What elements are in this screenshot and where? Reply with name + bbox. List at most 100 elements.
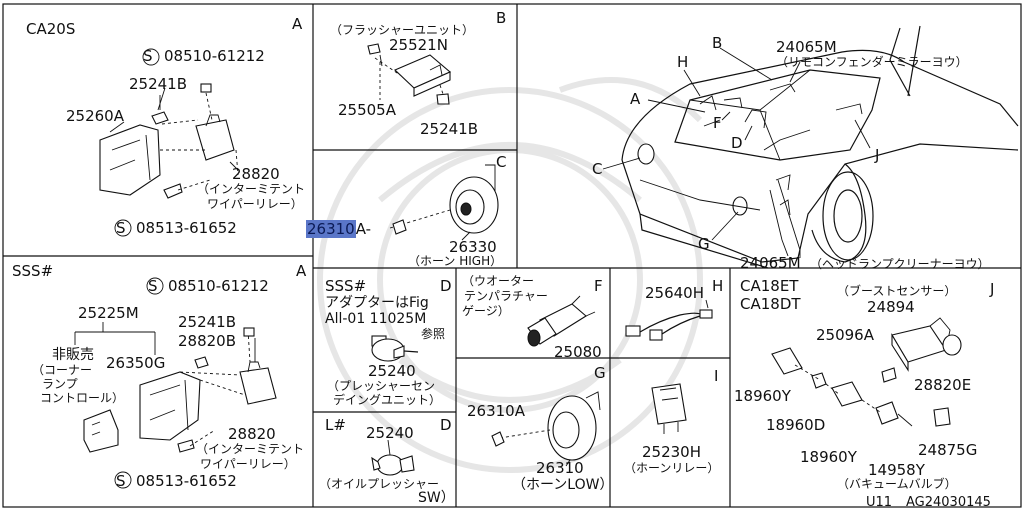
car-top-part: 24065M: [776, 38, 837, 56]
panel-h-part: 25640H: [645, 284, 704, 302]
panel-a2-bolt-top: 08510-61212: [168, 277, 269, 295]
panel-a2-unsold-note-1: （コーナー: [32, 363, 93, 377]
panel-g-horn-drawing: [491, 391, 601, 467]
panel-d1-part: 25240: [368, 362, 416, 380]
panel-j-title-2: CA18DT: [740, 295, 801, 313]
car-bottom-note: （ヘッドランプクリーナーヨウ）: [810, 257, 990, 271]
panel-g-letter: G: [594, 364, 606, 382]
car-label-c: C: [592, 160, 603, 178]
panel-a1-relay-note-1: （インターミテント: [197, 182, 306, 196]
panel-a1-bracket: 25260A: [66, 107, 124, 125]
panel-j-letter: J: [990, 280, 995, 298]
panel-b-drawing: [367, 43, 452, 105]
panel-d1-sensor-drawing: [371, 335, 419, 362]
car-engine-bay-drawing: [602, 25, 1019, 269]
panel-j-sensor: 24894: [867, 298, 915, 316]
panel-j-hose-2: 18960D: [766, 416, 826, 434]
panel-j-valve-note: （バキュームバルブ）: [837, 477, 957, 491]
panel-j-relay: 28820E: [914, 376, 972, 394]
panel-a2-title: SSS#: [12, 262, 54, 280]
panel-j-cap: 24875G: [918, 441, 978, 459]
s-symbol-icon: S: [143, 47, 153, 65]
panel-h-harness-drawing: [625, 299, 713, 341]
panel-a2-relay-b: 28820B: [178, 332, 237, 350]
panel-a1-relay: 28820: [232, 165, 280, 183]
panel-a2-bracket: 25225M: [78, 304, 139, 322]
panel-d1-letter: D: [440, 277, 452, 295]
panel-c-horn-note: （ホーン HIGH）: [408, 254, 503, 268]
car-label-b: B: [712, 34, 723, 52]
panel-b-clip: 25241B: [420, 120, 479, 138]
car-label-f: F: [713, 114, 722, 132]
panel-j-sensor-note: （ブーストセンサー）: [837, 284, 957, 298]
panel-a-ca20s-drawing: [99, 48, 239, 237]
panel-j-hose-3: 18960Y: [800, 448, 857, 466]
s-symbol-icon: S: [148, 277, 158, 295]
panel-borders: [2, 3, 1022, 508]
panel-d2-part-note-2: SW）: [418, 490, 455, 506]
s-symbol-icon: S: [116, 219, 126, 237]
s-symbol-icon: S: [116, 472, 126, 490]
panel-d1-title: SSS#: [325, 277, 367, 295]
panel-a-sss-drawing: [74, 277, 277, 489]
panel-i-part-note: （ホーンリレー）: [624, 461, 720, 475]
panel-a2-relay-note-2: ワイパーリレー）: [200, 457, 296, 471]
panel-a2-relay-note-1: （インターミテント: [196, 442, 305, 456]
car-top-note: （リモコンフェンダーミラーヨウ）: [776, 55, 968, 69]
panel-a2-unsold-note-2: ランプ: [42, 377, 78, 391]
footer-code-1: U11: [866, 495, 893, 510]
panel-d2-part: 25240: [366, 424, 414, 442]
panel-i-letter: I: [714, 367, 719, 385]
panel-f-note-1: （ウオーター: [462, 274, 535, 288]
panel-j-bolt: 25096A: [816, 326, 874, 344]
panel-c-horn: 26330: [449, 238, 497, 256]
panel-a1-letter: A: [292, 15, 303, 33]
panel-j-hose-1: 18960Y: [734, 387, 791, 405]
panel-a1-clip: 25241B: [129, 75, 188, 93]
panel-g-horn-note: （ホーンLOW）: [512, 477, 614, 493]
panel-c-bolt: 26310A-: [306, 220, 372, 238]
panel-d1-note-3: 参照: [421, 327, 446, 341]
panel-c-horn-drawing: [389, 164, 499, 241]
panel-g-bolt: 26310A: [467, 402, 525, 420]
panel-d2-switch-drawing: [371, 439, 415, 476]
panel-i-part: 25230H: [642, 443, 701, 461]
panel-c-letter: C: [496, 153, 507, 171]
footer-code-2: AG24030145: [906, 495, 991, 510]
panel-f-gauge-sensor-drawing: [527, 295, 596, 347]
panel-a1-title: CA20S: [26, 20, 76, 38]
panel-h-letter: H: [712, 277, 724, 295]
panel-d2-letter: D: [440, 416, 452, 434]
car-label-j: J: [875, 146, 880, 164]
car-label-h: H: [677, 53, 689, 71]
panel-d2-title: L#: [325, 416, 346, 434]
panel-a1-bolt-bottom: 08513-61652: [136, 219, 237, 237]
panel-a1-relay-note-2: ワイパーリレー）: [207, 197, 303, 211]
panel-d1-note-1: アダプターはFig: [325, 295, 429, 311]
panel-a2-clip: 25241B: [178, 313, 237, 331]
panel-a2-bolt-bottom: 08513-61652: [136, 472, 237, 490]
panel-b-screw: 25505A: [338, 101, 396, 119]
car-label-d: D: [731, 134, 743, 152]
panel-a2-relay: 28820: [228, 425, 276, 443]
panel-d1-note-2: All-01 11025M: [325, 311, 427, 327]
panel-d2-part-note-1: （オイルプレッシャー: [319, 477, 440, 491]
car-label-a: A: [630, 90, 641, 108]
panel-f-letter: F: [594, 277, 603, 295]
panel-f-part: 25080: [554, 343, 602, 361]
panel-a1-bolt-top: 08510-61212: [164, 47, 265, 65]
panel-f-note-2: テンパラチャー: [464, 289, 548, 303]
panel-d1-part-note-2: デイングユニット）: [333, 393, 442, 407]
car-label-g: G: [698, 235, 710, 253]
panel-i-relay-drawing: [651, 383, 687, 434]
panel-a2-letter: A: [296, 262, 307, 280]
panel-d1-part-note-1: （プレッシャーセン: [327, 379, 436, 393]
car-bottom-part: 24065M: [740, 254, 801, 272]
panel-b-flasher: 25521N: [389, 36, 448, 54]
panel-j-title-1: CA18ET: [740, 277, 799, 295]
panel-j-valve: 14958Y: [868, 461, 925, 479]
panel-b-flasher-note: （フラッシャーユニット）: [330, 23, 475, 37]
panel-f-note-3: ゲージ）: [462, 304, 510, 318]
